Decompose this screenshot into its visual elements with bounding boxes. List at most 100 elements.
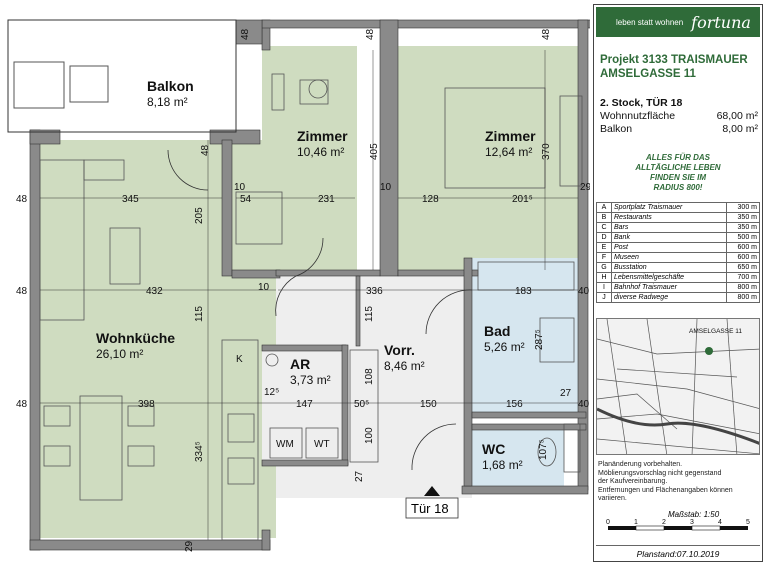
slogan-line: ALLTÄGLICHE LEBEN — [635, 163, 721, 172]
walls — [29, 19, 590, 551]
amenities-slogan: ALLES FÜR DAS ALLTÄGLICHE LEBEN FINDEN S… — [598, 153, 758, 193]
balkon-label: Balkon — [600, 123, 633, 135]
amenity-place: Lebensmittelgeschäfte — [611, 272, 727, 283]
scale-tick: 5 — [746, 519, 750, 526]
note-line: Planänderung vorbehalten. — [598, 461, 683, 468]
note-line: Entfernungen und Flächenangaben können — [598, 486, 733, 494]
amenity-place: Restaurants — [611, 212, 727, 223]
dim-231: 231 — [318, 194, 335, 205]
dim-2875: 287⁵ — [534, 329, 545, 350]
wohnkueche-name: Wohnküche — [96, 330, 175, 346]
amenity-letter: J — [596, 292, 612, 303]
slogan-line: RADIUS 800! — [653, 183, 703, 192]
ar-area: 3,73 m² — [290, 373, 331, 387]
floor-line: 2. Stock, TÜR 18 — [600, 97, 683, 109]
amenity-distance: 350 m — [726, 212, 760, 223]
dim-115b: 115 — [364, 306, 375, 322]
dim-27a: 27 — [560, 388, 572, 399]
entrance-label-box — [405, 497, 459, 519]
location-map: AMSELGASSE 11 — [596, 318, 760, 455]
washing-machine-label: WM — [276, 439, 294, 450]
amenity-place: Bahnhof Traismauer — [611, 282, 727, 293]
dim-10-z1: 10 — [234, 182, 246, 193]
dim-2015: 201⁵ — [512, 194, 533, 205]
note-line: Möblierungsvorschlag nicht gegenstand — [598, 469, 722, 477]
dim-183: 183 — [515, 286, 532, 297]
amenity-distance: 500 m — [726, 232, 760, 243]
balkon-name: Balkon — [147, 78, 194, 94]
amenity-letter: G — [596, 262, 612, 273]
amenity-distance: 800 m — [726, 292, 760, 303]
note-line: variieren. — [598, 495, 627, 502]
area-value: 68,00 m² — [716, 110, 758, 122]
balkon-outline — [7, 19, 237, 133]
amenity-distance: 300 m — [726, 202, 760, 213]
wc-name: WC — [482, 441, 505, 457]
dim-10-wk: 10 — [258, 282, 270, 293]
entrance-label: Tür 18 — [411, 501, 449, 516]
dim-10-z2: 10 — [380, 182, 392, 193]
dim-432: 432 — [146, 286, 163, 297]
brand-name: fortuna — [691, 12, 751, 32]
scale-tick: 4 — [718, 519, 722, 526]
amenity-place: Post — [611, 242, 727, 253]
map-graphic: AMSELGASSE 11 — [597, 319, 759, 454]
scale-tick: 1 — [634, 519, 638, 526]
edge-48-l3: 48 — [16, 399, 28, 410]
edge-48-top-z1: 48 — [200, 144, 211, 156]
dim-147: 147 — [296, 399, 313, 410]
area-label: Wohnnutzfläche — [600, 110, 676, 122]
dim-100: 100 — [364, 427, 375, 444]
dim-3345: 334⁵ — [194, 441, 205, 462]
amenity-distance: 350 m — [726, 222, 760, 233]
amenity-letter: I — [596, 282, 612, 293]
entrance-arrow — [424, 486, 440, 496]
edge-40-r1: 40 — [578, 286, 590, 297]
wohnkueche-area: 26,10 m² — [96, 347, 143, 361]
edge-29-bottom: 29 — [184, 540, 195, 552]
amenity-place: Sportplatz Traismauer — [611, 202, 727, 213]
area-row: Wohnnutzfläche 68,00 m² — [600, 110, 758, 123]
scale-tick: 0 — [606, 519, 610, 526]
amenity-letter: H — [596, 272, 612, 283]
edge-48-top2: 48 — [365, 28, 376, 40]
amenity-distance: 600 m — [726, 242, 760, 253]
amenity-place: Bars — [611, 222, 727, 233]
wc-area: 1,68 m² — [482, 458, 523, 472]
scale-graphic: 0 1 2 3 4 5 — [606, 519, 750, 531]
plan-date: Planstand:07.10.2019 — [596, 545, 760, 559]
dim-156: 156 — [506, 399, 523, 410]
dim-150: 150 — [420, 399, 437, 410]
zimmer1-floor — [262, 46, 357, 276]
zimmer2-name: Zimmer — [485, 128, 536, 144]
amenity-place: Bank — [611, 232, 727, 243]
zimmer2-area: 12,64 m² — [485, 145, 532, 159]
dim-336: 336 — [366, 286, 383, 297]
bad-name: Bad — [484, 323, 510, 339]
amenity-letter: F — [596, 252, 612, 263]
balkon-bench — [13, 61, 65, 109]
doors — [167, 149, 473, 471]
dim-370: 370 — [541, 143, 552, 160]
dim-128: 128 — [422, 194, 439, 205]
dim-27b: 27 — [354, 470, 365, 482]
dim-205: 205 — [194, 207, 205, 224]
amenity-place: Busstation — [611, 262, 727, 273]
amenity-letter: C — [596, 222, 612, 233]
dim-115a: 115 — [194, 306, 205, 322]
dim-1075: 107⁵ — [538, 439, 549, 460]
edge-29-top: 29 — [580, 182, 590, 193]
balkon-value: 8,00 m² — [722, 123, 758, 135]
dim-108: 108 — [364, 368, 375, 385]
vorr-name: Vorr. — [384, 342, 415, 358]
balkon-row: Balkon 8,00 m² — [600, 123, 758, 136]
dim-125: 12⁵ — [264, 387, 279, 398]
edge-40-r2: 40 — [578, 399, 590, 410]
